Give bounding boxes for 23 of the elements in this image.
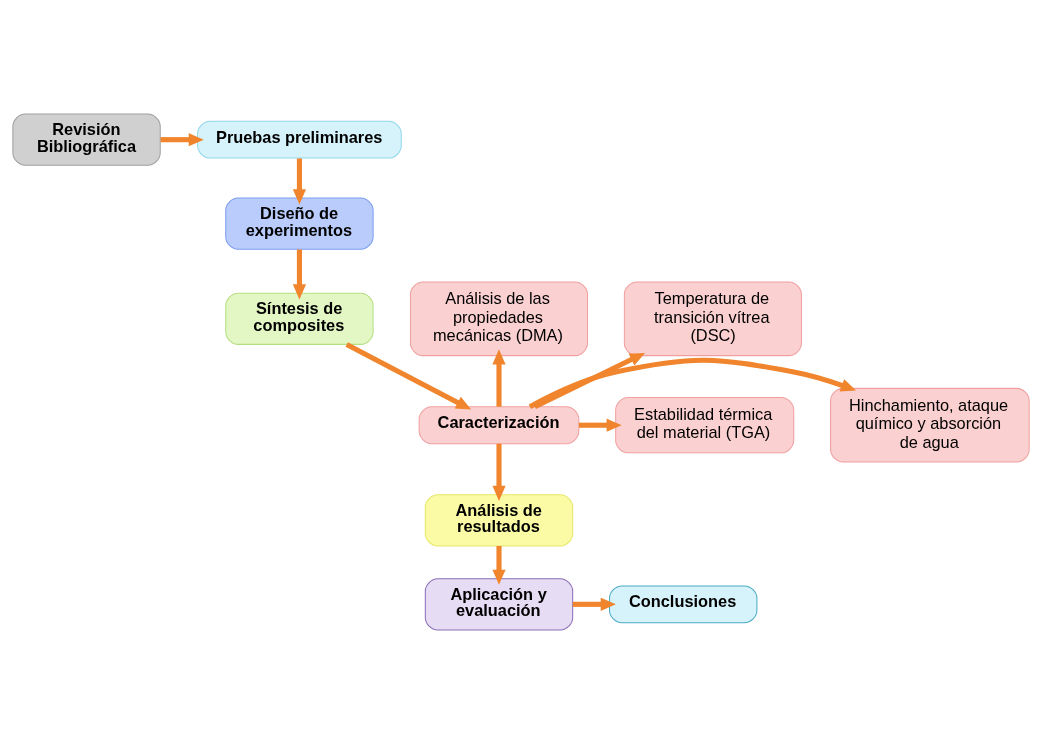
node-box: Estabilidad térmica del material (TGA): [615, 397, 795, 454]
node-box: Aplicación y evaluación: [424, 578, 574, 631]
node-box: Conclusiones: [609, 585, 758, 624]
node-box: Análisis de las propiedades mecánicas (DMA): [409, 281, 589, 357]
node-box: Revisión Bibliográfica: [12, 113, 161, 166]
node-box: Temperatura de transición vítrea (DSC): [623, 281, 802, 357]
arrow: [578, 418, 622, 432]
node-box: Síntesis de composites: [225, 292, 374, 345]
arrow: [292, 249, 307, 300]
arrow: [492, 349, 506, 407]
node-box: Hinchamiento, ataque químico y absorción de agua: [830, 387, 1030, 463]
arrow: [528, 357, 856, 409]
arrow: [492, 443, 506, 501]
node-box: Análisis de resultados: [424, 494, 574, 547]
arrow: [345, 342, 472, 410]
arrow: [533, 352, 646, 409]
arrow: [492, 546, 506, 585]
arrow: [292, 158, 307, 205]
node-box: Pruebas preliminares: [197, 120, 402, 159]
node-box: Diseño de experimentos: [225, 197, 374, 250]
arrow: [160, 133, 204, 147]
node-box: Caracterización: [418, 406, 580, 445]
arrow: [572, 597, 616, 611]
